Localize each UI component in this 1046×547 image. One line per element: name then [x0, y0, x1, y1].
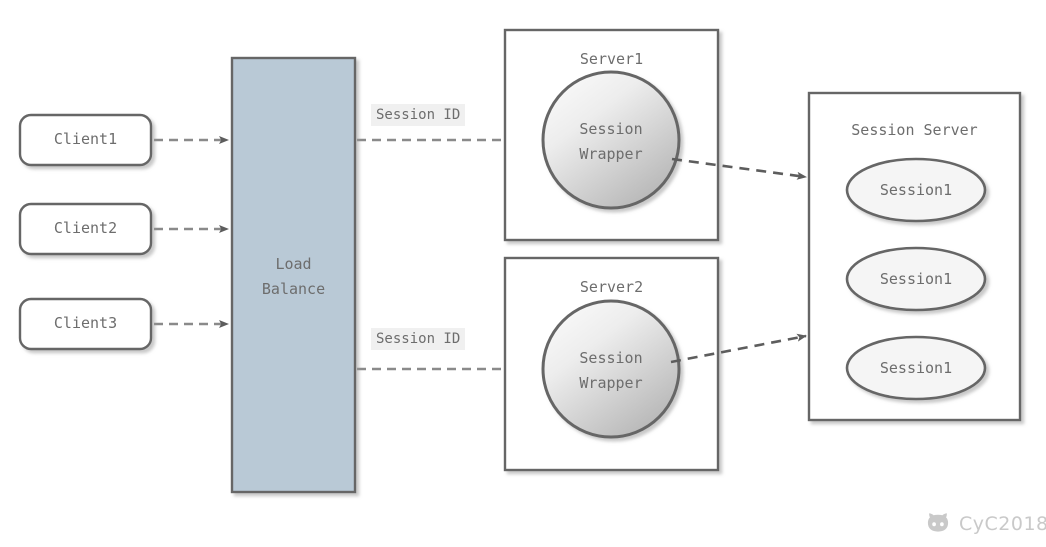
session-ellipse-2[interactable] [845, 246, 987, 312]
edge-label-session-id-server2: Session ID [371, 328, 466, 350]
session-server-title: Session Server [851, 121, 978, 139]
client1-box[interactable] [18, 113, 153, 167]
server1-box[interactable] [503, 28, 720, 242]
edge-server1-to-session-server [671, 157, 807, 180]
edge-label-session-id-server1: Session ID [371, 104, 466, 126]
client1-label: Client1 [53, 130, 118, 148]
server2-session-wrapper-label-line1: Session [579, 349, 643, 367]
server2-session-wrapper-circle[interactable] [541, 299, 681, 439]
load-balance-box[interactable] [230, 56, 357, 494]
server1-session-wrapper-label-line1: Session [579, 120, 643, 138]
server2-session-wrapper-label-line2: Wrapper [579, 374, 643, 392]
load-balance-label-line2: Balance [261, 280, 326, 298]
client3-box[interactable] [18, 297, 153, 351]
client2-label: Client2 [53, 219, 118, 237]
server2-box[interactable] [503, 256, 720, 472]
client2-box[interactable] [18, 202, 153, 256]
session-ellipse-2-label: Session1 [879, 270, 953, 288]
server1-session-wrapper-label-line2: Wrapper [579, 145, 643, 163]
server1-session-wrapper-circle[interactable] [541, 70, 681, 210]
server2-title: Server2 [579, 278, 644, 296]
watermark-text: CyC2018 [959, 513, 1046, 535]
session-ellipse-3-label: Session1 [879, 359, 953, 377]
session-server-box[interactable] [807, 91, 1022, 422]
github-octocat-icon [925, 512, 951, 536]
session-ellipse-3[interactable] [845, 335, 987, 401]
server1-title: Server1 [579, 50, 644, 68]
watermark: CyC2018 [925, 512, 1046, 536]
client3-label: Client3 [53, 314, 118, 332]
load-balance-label-line1: Load [275, 255, 312, 273]
session-ellipse-1[interactable] [845, 157, 987, 223]
session-ellipse-1-label: Session1 [879, 181, 953, 199]
edge-server2-to-session-server [670, 333, 807, 364]
